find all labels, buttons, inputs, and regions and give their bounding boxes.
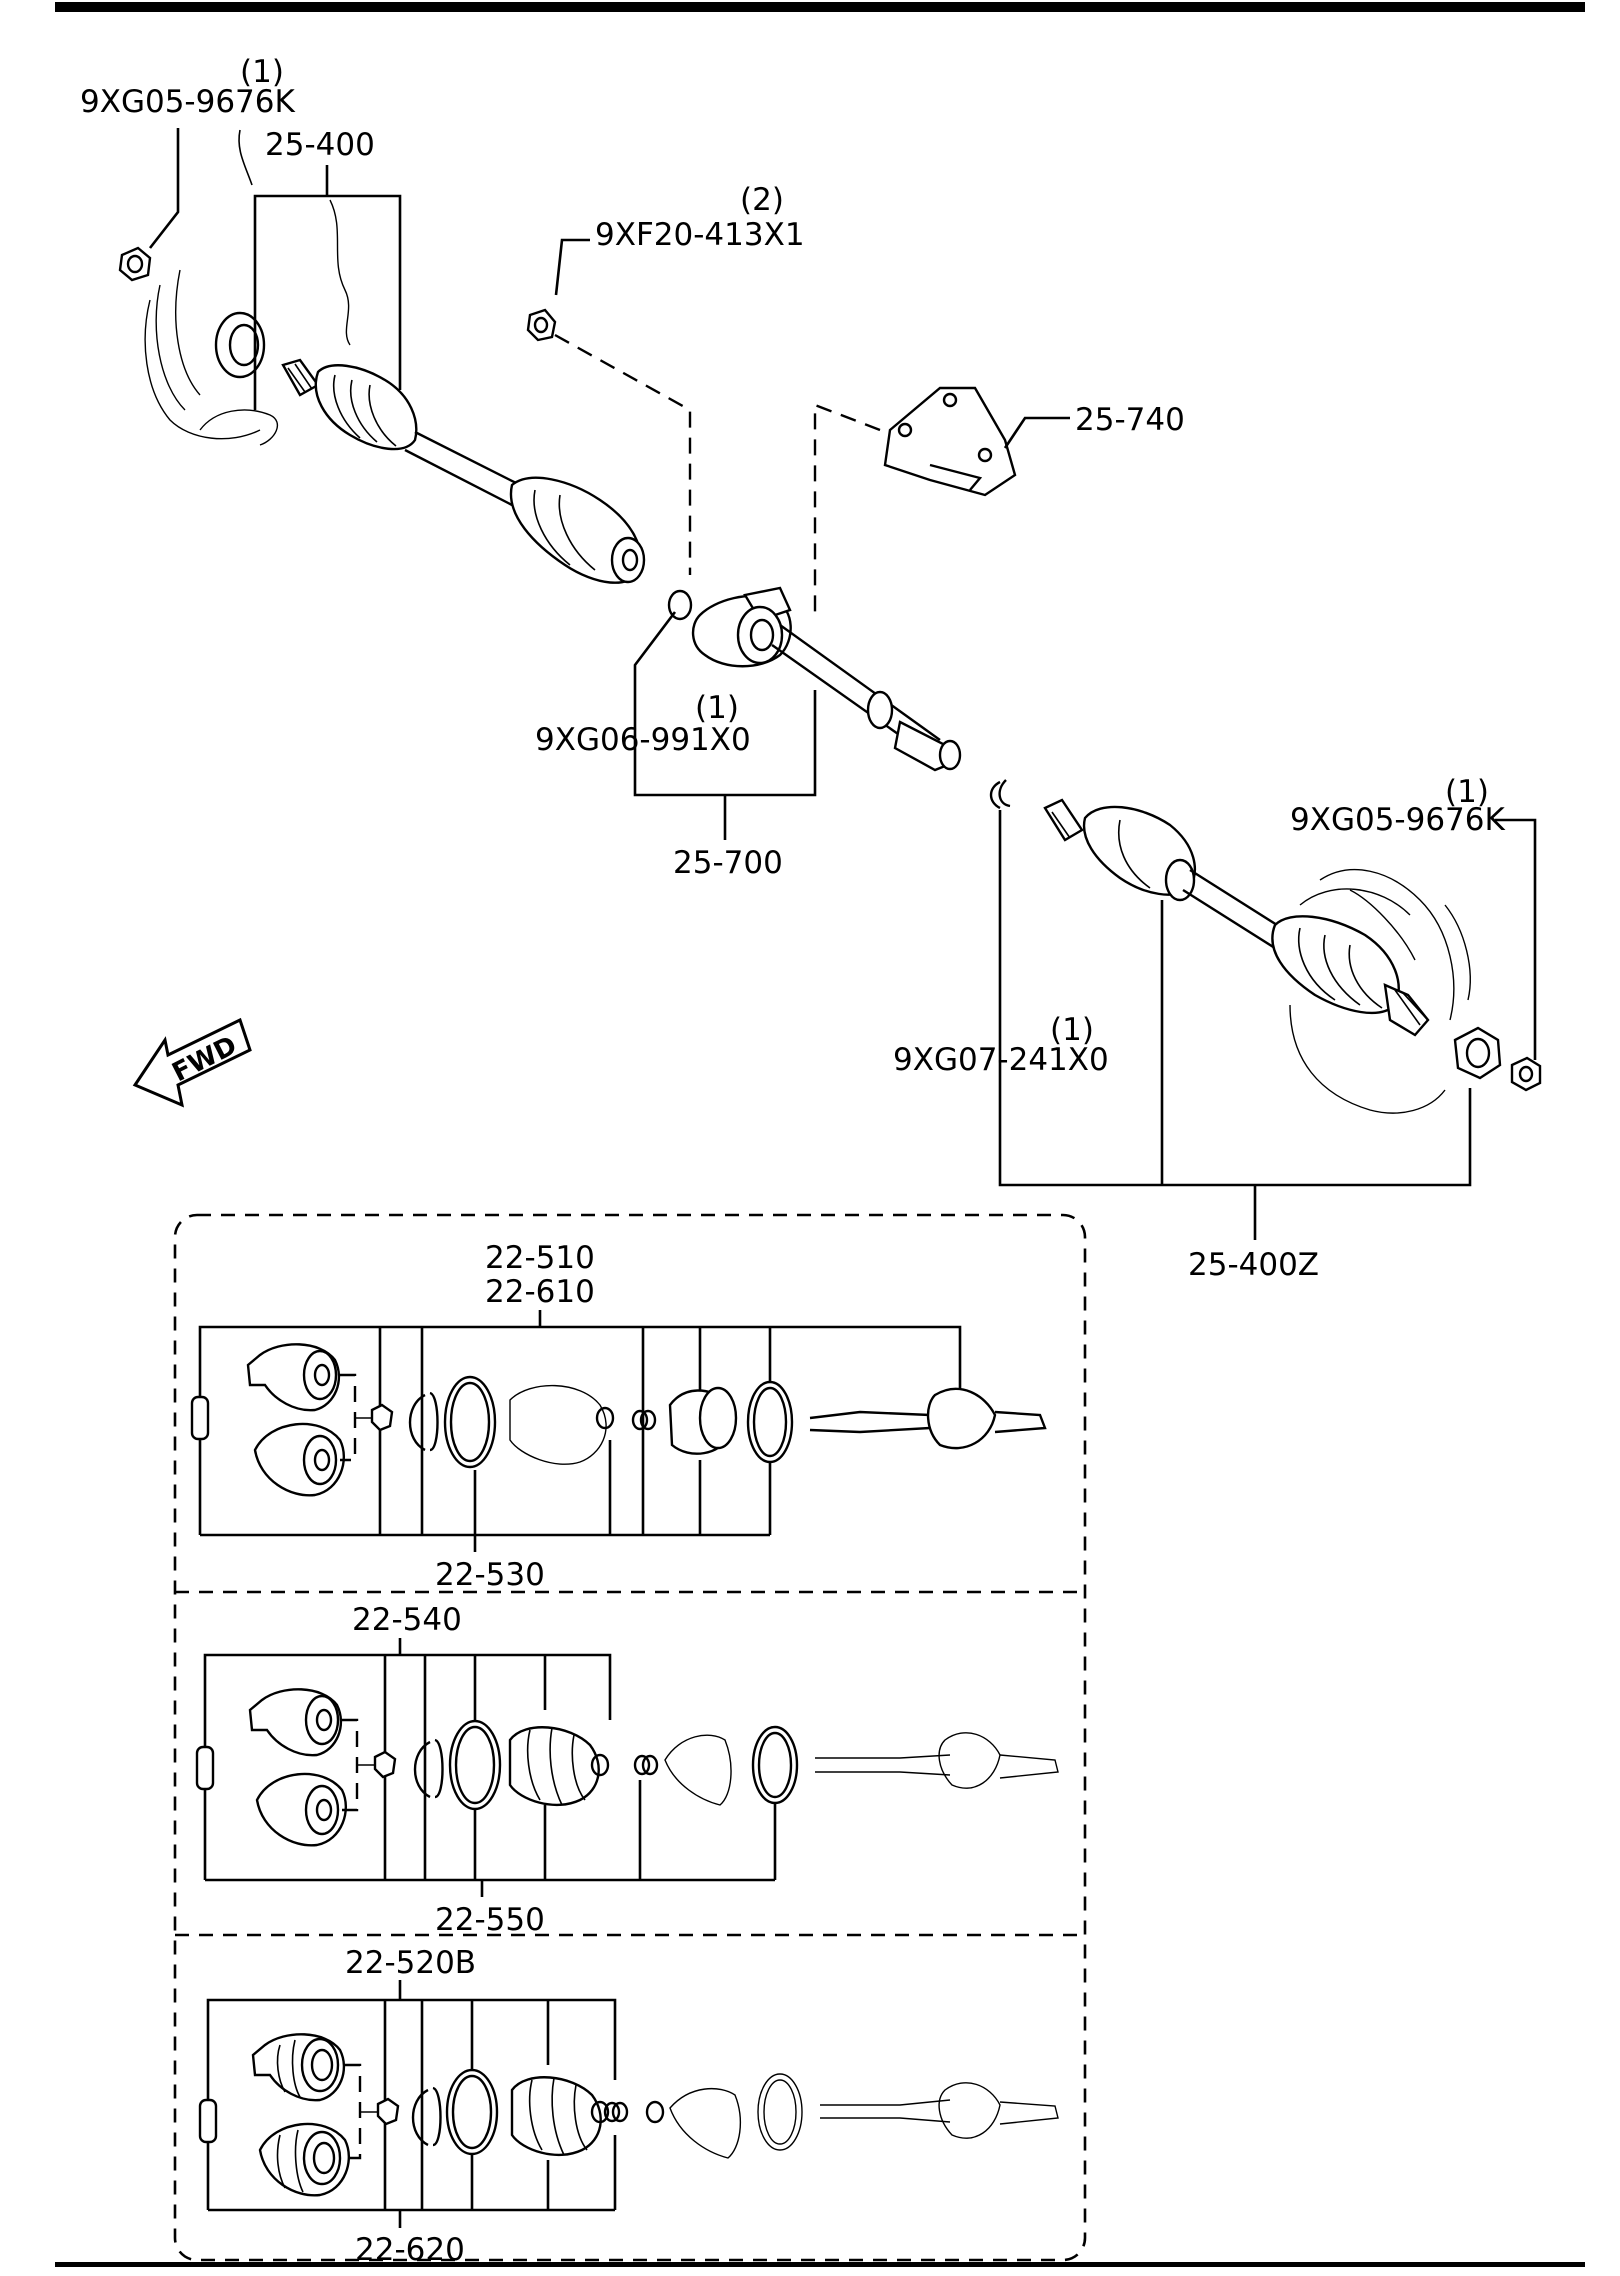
clip-mid-qty: (1) bbox=[695, 690, 739, 726]
kit1-label-bottom: 22-530 bbox=[435, 1557, 545, 1593]
joint-shaft-label: 25-700 bbox=[673, 845, 783, 881]
kit2-label-bottom: 22-550 bbox=[435, 1902, 545, 1938]
joint-shaft bbox=[667, 586, 962, 772]
bracket-bolt bbox=[526, 308, 557, 342]
shaft-right-label: 25-400Z bbox=[1188, 1247, 1319, 1283]
kit3-label-bottom: 22-620 bbox=[355, 2232, 465, 2268]
kit3-parts bbox=[198, 2033, 1059, 2197]
bracket-25-740 bbox=[883, 386, 1017, 497]
nut-right-qty: (1) bbox=[1445, 774, 1489, 810]
forward-arrow-icon: FWD bbox=[132, 1017, 252, 1108]
bolt-qty: (2) bbox=[740, 182, 784, 218]
nut-left-qty: (1) bbox=[240, 54, 284, 90]
kit-panel-frame bbox=[173, 1213, 1087, 2262]
kit2-label-top: 22-540 bbox=[352, 1602, 462, 1638]
bracket-label: 25-740 bbox=[1075, 402, 1185, 438]
kit1-label-b: 22-610 bbox=[485, 1274, 595, 1310]
bottom-rule bbox=[55, 2262, 1585, 2267]
kit3-label-top: 22-520B bbox=[345, 1945, 476, 1981]
kit1-label-a: 22-510 bbox=[485, 1240, 595, 1276]
left-drive-shaft bbox=[144, 199, 646, 584]
clip-mid-part-number: 9XG06-991X0 bbox=[535, 722, 751, 758]
kit1-parts bbox=[190, 1343, 1047, 1497]
nut-left-part-number: 9XG05-9676K bbox=[80, 84, 296, 120]
kit2-parts bbox=[195, 1688, 1059, 1847]
top-rule bbox=[55, 2, 1585, 12]
nut-right-part-number: 9XG05-9676K bbox=[1290, 802, 1506, 838]
shaft-left-label: 25-400 bbox=[265, 127, 375, 163]
bolt-part-number: 9XF20-413X1 bbox=[595, 217, 805, 253]
right-drive-shaft bbox=[989, 779, 1542, 1114]
clip-right-qty: (1) bbox=[1050, 1012, 1094, 1048]
left-hub-nut bbox=[118, 128, 180, 282]
